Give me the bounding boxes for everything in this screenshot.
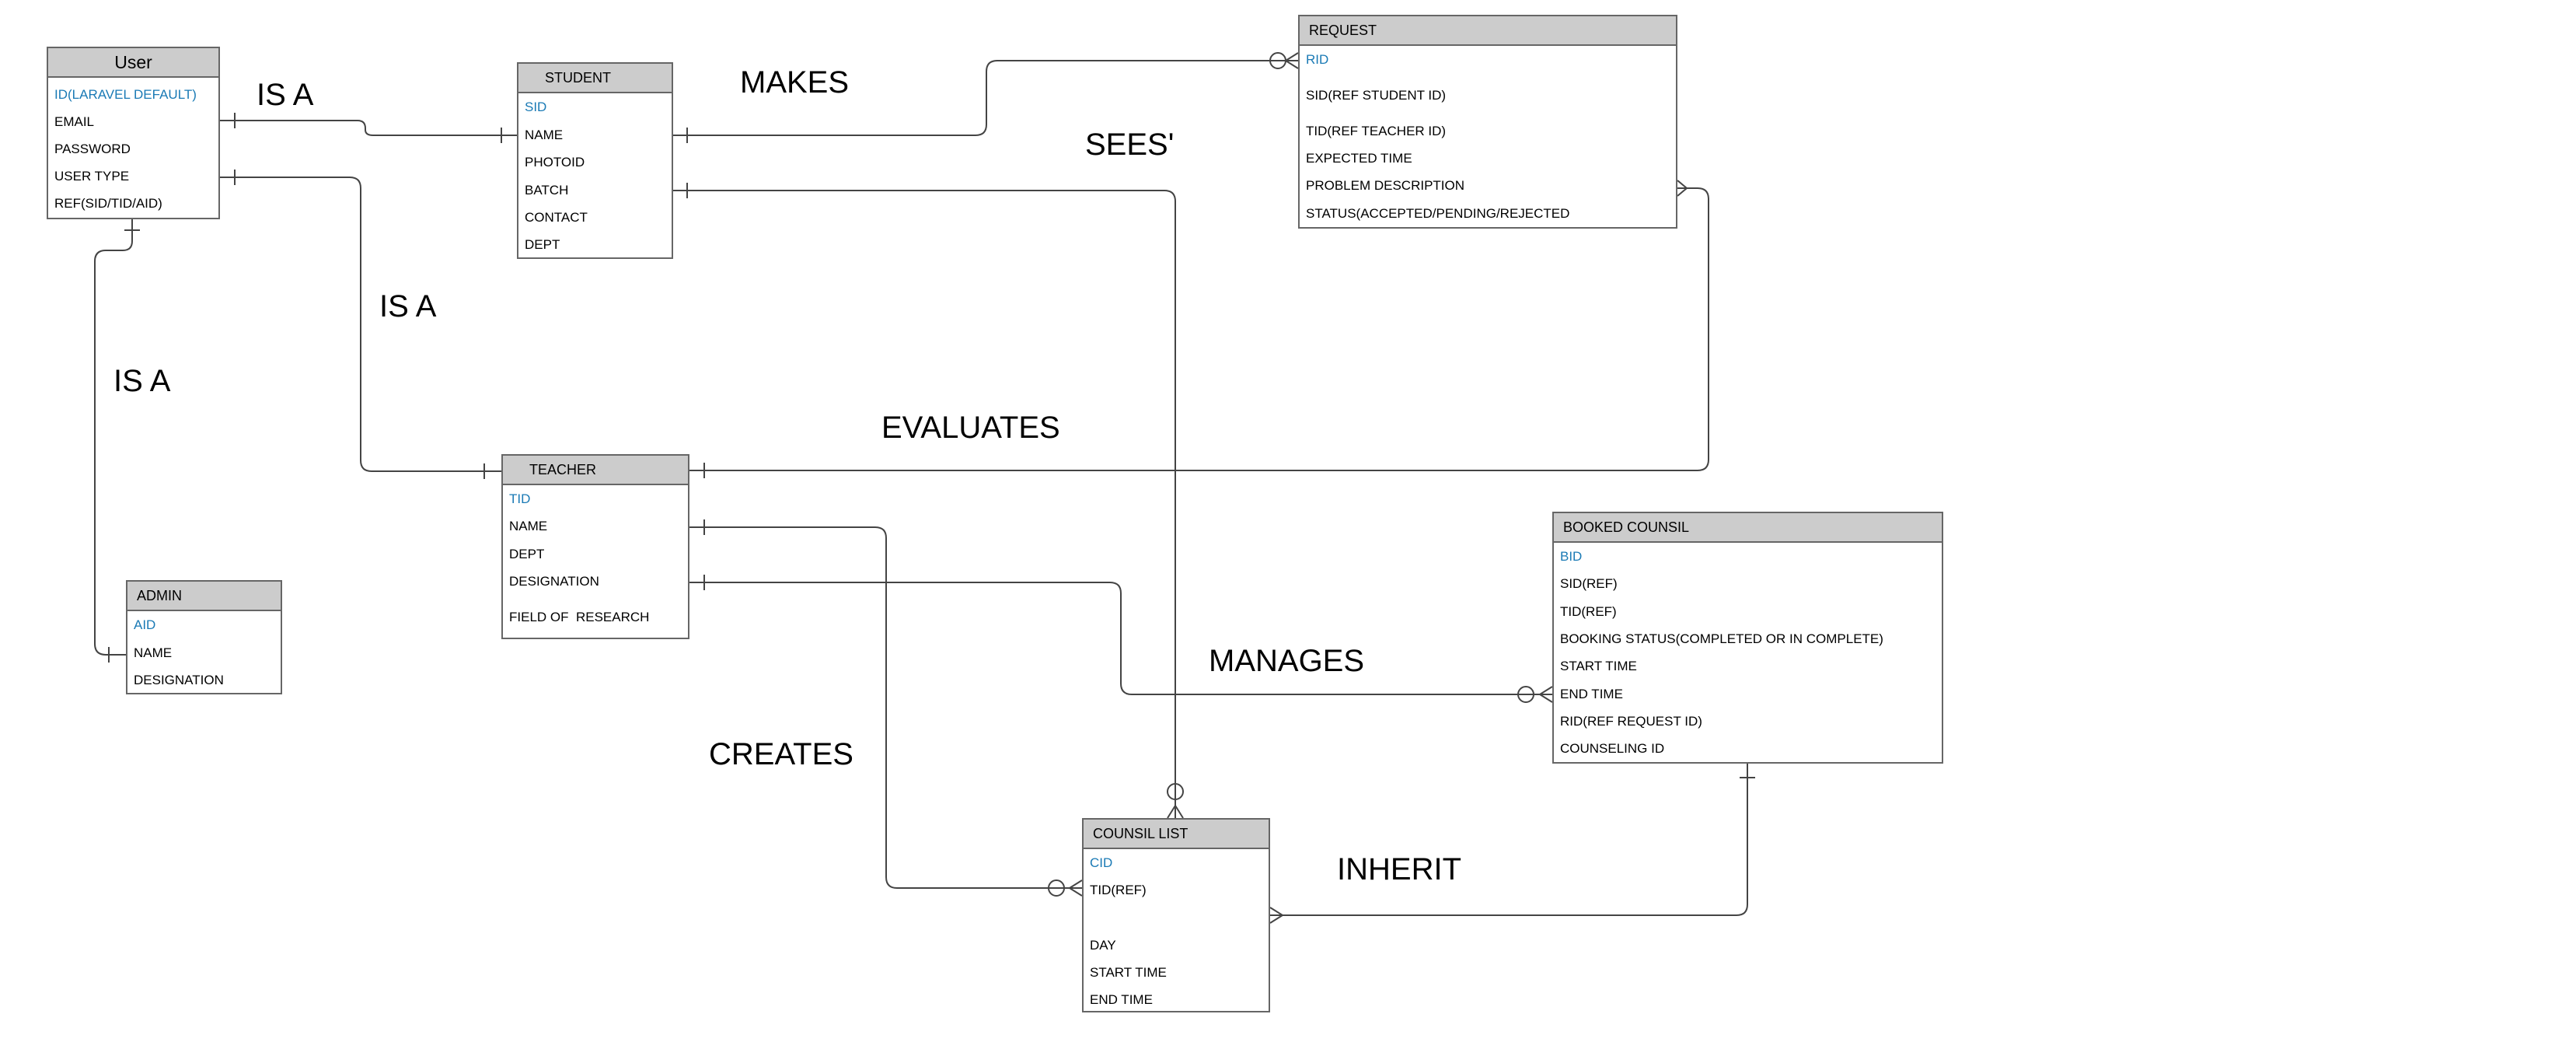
user-field-id: ID(LARAVEL DEFAULT) [54,87,197,102]
entity-user-title: User [48,48,218,78]
line-student-request [673,60,1298,136]
entity-request[interactable]: REQUEST RID SID(REF STUDENT ID) TID(REF … [1298,15,1677,229]
request-field-problem-description: PROBLEM DESCRIPTION [1306,178,1465,193]
entity-student[interactable]: STUDENT SID NAME PHOTOID BATCH CONTACT D… [517,62,673,259]
counsil-field-cid: CID [1090,855,1113,870]
rel-label-isa-student: IS A [257,78,314,112]
booked-field-counseling-id: COUNSELING ID [1560,741,1665,756]
rel-label-isa-teacher: IS A [379,289,437,323]
line-teacher-booked [689,582,1552,695]
teacher-field-designation: DESIGNATION [509,574,599,589]
user-field-password: PASSWORD [54,142,131,156]
rel-label-makes: MAKES [740,65,850,100]
line-teacher-request [689,187,1709,471]
student-field-sid: SID [525,100,547,114]
counsil-field-start-time: START TIME [1090,965,1167,980]
admin-field-aid: AID [134,617,156,632]
line-student-counsil [673,190,1176,818]
admin-field-designation: DESIGNATION [134,673,224,687]
request-field-status: STATUS(ACCEPTED/PENDING/REJECTED [1306,206,1570,221]
rel-label-sees: SEES' [1085,128,1175,162]
booked-field-sid: SID(REF) [1560,576,1618,591]
entity-booked-counsil[interactable]: BOOKED COUNSIL BID SID(REF) TID(REF) BOO… [1552,512,1943,764]
student-field-contact: CONTACT [525,210,588,225]
teacher-field-name: NAME [509,519,548,533]
line-counsil-booked [1270,764,1748,916]
entity-admin[interactable]: ADMIN AID NAME DESIGNATION [126,580,282,694]
counsil-field-tid: TID(REF) [1090,883,1147,897]
user-field-email: EMAIL [54,114,95,129]
booked-field-rid: RID(REF REQUEST ID) [1560,714,1702,729]
line-user-student [220,120,517,136]
booked-field-bid: BID [1560,549,1583,564]
teacher-field-field-of-research: FIELD OF RESEARCH [509,610,650,624]
rel-label-inherit: INHERIT [1337,852,1461,886]
request-field-sid: SID(REF STUDENT ID) [1306,88,1447,103]
entity-student-title: STUDENT [518,64,672,93]
booked-field-end-time: END TIME [1560,687,1623,701]
request-field-rid: RID [1306,52,1329,67]
student-field-name: NAME [525,128,564,142]
teacher-field-tid: TID [509,491,531,506]
rel-label-isa-admin: IS A [113,364,171,398]
teacher-field-dept: DEPT [509,547,545,561]
student-field-dept: DEPT [525,237,560,252]
entity-teacher[interactable]: TEACHER TID NAME DEPT DESIGNATION FIELD … [501,454,689,639]
counsil-field-end-time: END TIME [1090,992,1153,1007]
booked-field-booking-status: BOOKING STATUS(COMPLETED OR IN COMPLETE) [1560,631,1883,646]
rel-label-manages: MANAGES [1209,644,1365,678]
admin-field-name: NAME [134,645,173,660]
entity-user[interactable]: User ID(LARAVEL DEFAULT) EMAIL PASSWORD … [47,47,220,219]
counsil-field-day: DAY [1090,938,1116,953]
entity-teacher-title: TEACHER [503,456,688,485]
booked-field-tid: TID(REF) [1560,604,1617,619]
line-user-admin [94,219,133,656]
entity-request-title: REQUEST [1300,16,1676,46]
request-field-tid: TID(REF TEACHER ID) [1306,124,1447,138]
entity-counsil-list-title: COUNSIL LIST [1084,820,1269,849]
rel-label-evaluates: EVALUATES [881,411,1060,445]
entity-admin-title: ADMIN [127,582,281,611]
request-field-expected-time: EXPECTED TIME [1306,151,1412,166]
line-user-teacher [220,177,501,472]
student-field-photoid: PHOTOID [525,155,585,170]
rel-label-creates: CREATES [709,737,853,771]
booked-field-start-time: START TIME [1560,659,1637,673]
entity-booked-counsil-title: BOOKED COUNSIL [1554,513,1942,543]
user-field-user-type: USER TYPE [54,169,130,184]
entity-counsil-list[interactable]: COUNSIL LIST CID TID(REF) DAY START TIME… [1082,818,1270,1012]
line-teacher-counsil [689,526,1082,889]
user-field-ref: REF(SID/TID/AID) [54,196,162,211]
student-field-batch: BATCH [525,183,569,198]
